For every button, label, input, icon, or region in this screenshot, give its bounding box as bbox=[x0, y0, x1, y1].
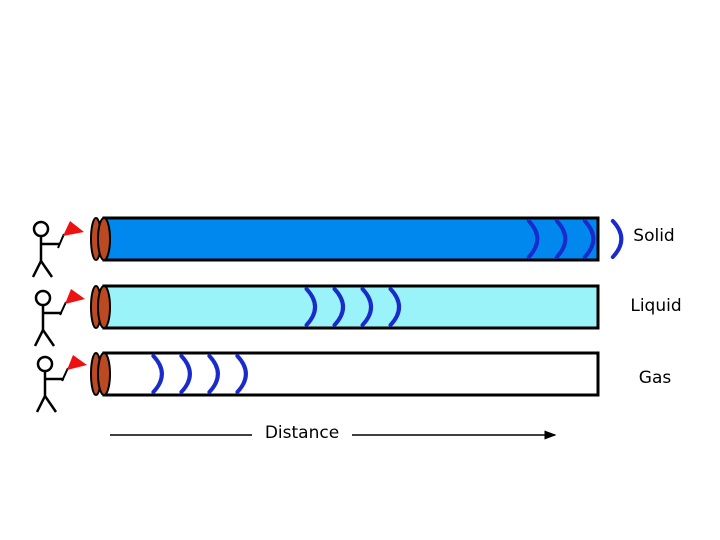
tube-end-cap bbox=[98, 353, 110, 395]
tube bbox=[104, 353, 598, 395]
medium-label-gas: Gas bbox=[610, 368, 700, 388]
tube bbox=[104, 218, 598, 260]
tube bbox=[104, 286, 598, 328]
row-liquid bbox=[35, 286, 598, 346]
medium-label-solid: Solid bbox=[609, 226, 699, 246]
person-icon bbox=[35, 291, 62, 346]
flag-icon bbox=[62, 355, 87, 381]
distance-label: Distance bbox=[252, 423, 352, 443]
person-icon bbox=[37, 357, 64, 412]
flag-icon bbox=[58, 221, 84, 248]
tube-end-cap bbox=[98, 218, 110, 260]
row-gas bbox=[37, 353, 598, 412]
tube-end-cap bbox=[98, 286, 110, 328]
flag-icon bbox=[60, 289, 85, 315]
row-solid bbox=[33, 218, 621, 277]
person-icon bbox=[33, 222, 60, 277]
medium-label-liquid: Liquid bbox=[611, 296, 701, 316]
